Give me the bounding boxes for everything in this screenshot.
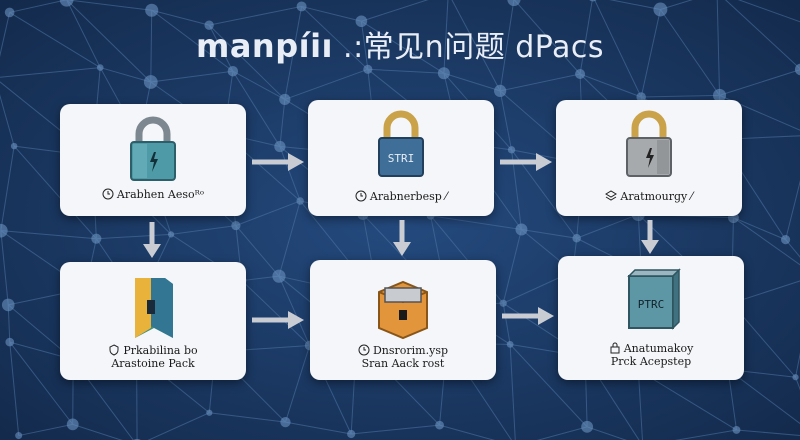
clock-icon [355,190,367,202]
lock-icon [556,110,742,180]
padlock-icon [609,342,621,354]
card-4-caption: Prkabilina bo Arastoine Pack [60,344,246,370]
card-2-caption: Arabnerbesp ⁄ [308,190,494,203]
arrow-right-4 [502,307,554,325]
card-5: Dnsrorim.ysp Sran Aack rost [310,260,496,380]
lock-icon: STRI [308,110,494,180]
card-1-caption: Arabhen Aesoᴿᵒ [60,188,246,201]
card-6-caption: Anatumakoy Prck Acepstep [558,342,744,368]
page-title: manpíiı .:常见n问题 dPacs [0,22,800,66]
arrow-down-1 [143,222,161,258]
arrow-right-1 [252,153,304,171]
arrow-right-3 [252,311,304,329]
card-1: Arabhen Aesoᴿᵒ [60,104,246,216]
clock-icon [358,344,370,356]
stack-icon [605,190,618,202]
shield-icon [108,344,120,356]
title-brand: manpíiı [195,27,333,65]
arrow-down-3 [641,220,659,254]
card-6: PTRC Anatumakoy Prck Acepstep [558,256,744,380]
arrow-down-2 [393,220,411,256]
card-4: Prkabilina bo Arastoine Pack [60,262,246,380]
arrow-right-2 [500,153,552,171]
box-lock-icon [310,270,496,340]
title-subtitle: .:常见n问题 dPacs [333,30,605,65]
lock-icon [60,114,246,184]
clock-icon [102,188,114,200]
lock-label: STRI [388,152,415,165]
bookmark-lock-icon [60,272,246,342]
card-5-caption: Dnsrorim.ysp Sran Aack rost [310,344,496,370]
storage-box-icon: PTRC [558,266,744,336]
card-3-caption: Aratmourgy ⁄ [556,190,742,203]
card-2: STRI Arabnerbesp ⁄ [308,100,494,216]
box-label: PTRC [638,298,665,311]
card-3: Aratmourgy ⁄ [556,100,742,216]
